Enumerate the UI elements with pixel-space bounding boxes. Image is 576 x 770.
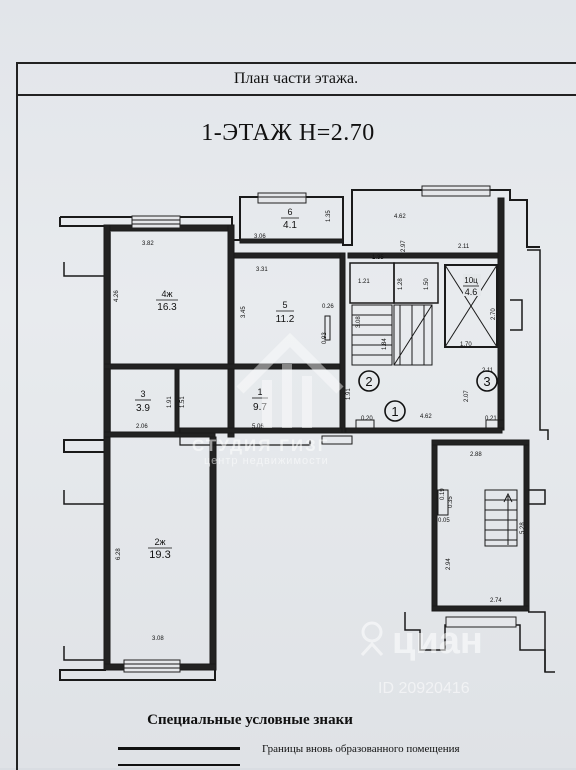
dimension: 0.21 (485, 416, 497, 422)
room-number: 3 (140, 389, 145, 399)
dimension: 1.51 (180, 396, 186, 408)
dimension: 0.35 (448, 496, 454, 508)
dimension: 2.97 (401, 240, 407, 252)
legend-line-symbol (118, 747, 240, 750)
dimension: 1.91 (167, 396, 173, 408)
room-number: 10ц (464, 276, 478, 285)
dimension: 6.28 (116, 548, 122, 560)
listing-id-watermark: ID 20920416 (378, 680, 470, 697)
dimension: 0.20 (361, 416, 373, 422)
dimension: 1.84 (382, 338, 388, 350)
plan-title: План части этажа. (233, 70, 359, 87)
dimension: 3.06 (254, 234, 266, 240)
marker-label: 3 (483, 374, 490, 389)
dimension: 2.70 (491, 308, 497, 320)
room-number: 1 (257, 387, 262, 397)
dimension: 2.94 (446, 558, 452, 570)
dimension: 3.31 (256, 267, 268, 273)
dimension: 4.62 (394, 214, 406, 220)
dimension: 2.88 (470, 452, 482, 458)
dimension: 2.07 (464, 390, 470, 402)
marker-label: 2 (365, 374, 372, 389)
room-area: 16.3 (157, 302, 177, 313)
marker-label: 1 (391, 404, 398, 419)
title-row (16, 62, 576, 96)
dimension: 1.35 (326, 210, 332, 222)
drawing-frame (16, 62, 576, 770)
floor-title: 1-ЭТАЖ Н=2.70 (201, 120, 375, 146)
dimension: 3.08 (152, 636, 164, 642)
room-area: 4.1 (283, 220, 297, 231)
dimension: 0.05 (438, 518, 450, 524)
dimension: 1.35 (372, 255, 384, 261)
room-number: 6 (287, 207, 292, 217)
dimension: 0.26 (322, 304, 334, 310)
dimension: 4.26 (114, 290, 120, 302)
dimension: 1.50 (424, 278, 430, 290)
room-area: 9.7 (253, 402, 267, 413)
dimension: 4.62 (420, 414, 432, 420)
walls (59, 185, 555, 681)
room-area: 11.2 (276, 314, 295, 325)
room-area: 3.9 (136, 403, 150, 414)
dimension: 1.28 (398, 278, 404, 290)
agency-watermark: СТУДИЯ ГИЗГ (192, 436, 330, 455)
room-area: 19.3 (149, 549, 170, 561)
room-number: 4ж (161, 289, 172, 299)
room-labels: 4ж 16.3 5 11.2 6 4.1 3 3.9 1 9.7 2ж 19.3… (135, 207, 481, 561)
dimension: 1.91 (346, 388, 352, 400)
dimension: 5.06 (252, 424, 264, 430)
legend-item: Границы вновь образованного помещения (262, 743, 460, 755)
dimension: 3.08 (356, 316, 362, 328)
room-number: 2ж (154, 537, 165, 547)
brand-watermark: циан (392, 620, 483, 662)
dimension: 3.45 (241, 306, 247, 318)
dimension: 2.74 (490, 598, 502, 604)
legend-title: Специальные условные знаки (147, 712, 353, 728)
dimension: 3.82 (142, 241, 154, 247)
dimension: 5.28 (520, 522, 526, 534)
dimension: 0.19 (440, 488, 446, 500)
axis-markers: 2 3 1 (358, 370, 498, 422)
dimension: 1.70 (460, 342, 472, 348)
dimension: 2.11 (482, 368, 494, 374)
dimension-labels: 3.82 4.26 3.45 3.31 3.06 1.35 4.62 2.97 … (114, 210, 526, 642)
room-area: 4.6 (465, 287, 478, 297)
room-number: 5 (282, 300, 287, 310)
dimension: 1.21 (358, 279, 370, 285)
cian-logo (360, 621, 384, 657)
dimension: 2.06 (136, 424, 148, 430)
dimension: 2.11 (458, 244, 470, 250)
dimension: 0.93 (322, 332, 328, 344)
agency-logo (236, 332, 344, 428)
legend-line-symbol-2 (118, 764, 240, 766)
agency-watermark-sub: центр недвижимости (204, 455, 329, 467)
